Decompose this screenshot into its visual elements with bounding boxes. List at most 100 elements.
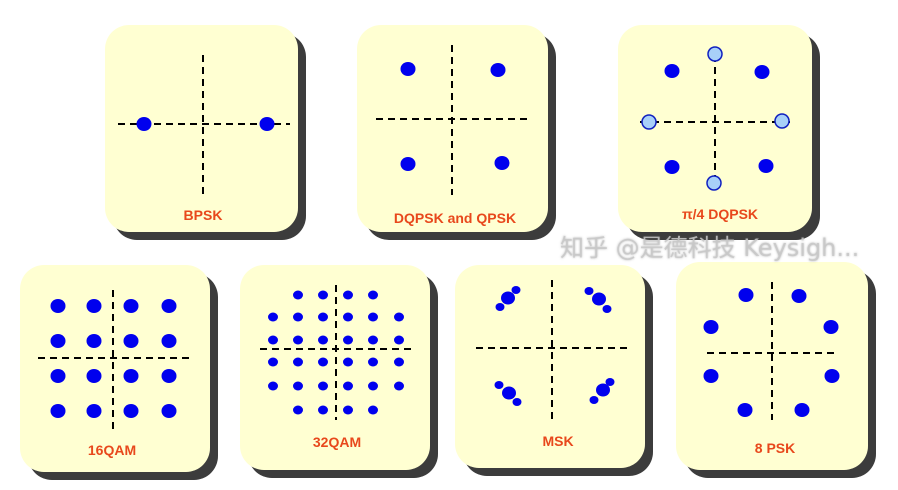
constellation-point xyxy=(268,312,278,322)
constellation-point xyxy=(86,334,102,348)
panel-label: π/4 DQPSK xyxy=(682,206,758,222)
constellation-panel-bpsk: BPSK xyxy=(105,25,306,240)
constellation-point xyxy=(592,292,606,306)
constellation-point xyxy=(50,404,66,418)
panel-background xyxy=(20,265,210,472)
panel-background xyxy=(240,265,430,470)
constellation-point xyxy=(293,357,303,367)
constellation-point xyxy=(268,357,278,367)
constellation-point xyxy=(495,303,505,311)
constellation-point xyxy=(596,383,610,397)
constellation-point xyxy=(123,404,139,418)
constellation-point xyxy=(161,334,177,348)
constellation-point xyxy=(318,405,328,415)
constellation-point xyxy=(50,299,66,313)
panel-background xyxy=(357,25,548,232)
constellation-point xyxy=(494,381,504,389)
constellation-point xyxy=(343,290,353,300)
constellation-point xyxy=(368,335,378,345)
panel-label: MSK xyxy=(542,433,573,449)
constellation-point xyxy=(293,312,303,322)
constellation-panel-8psk: 8 PSK xyxy=(676,262,876,478)
constellation-point xyxy=(293,405,303,415)
constellation-point xyxy=(318,357,328,367)
watermark: 知乎 @是德科技 Keysigh... xyxy=(560,234,860,262)
constellation-point xyxy=(501,291,515,305)
constellation-point xyxy=(86,404,102,418)
panel-label: 8 PSK xyxy=(755,440,795,456)
constellation-point xyxy=(50,369,66,383)
constellation-point xyxy=(589,396,599,404)
constellation-point xyxy=(703,369,719,383)
constellation-point xyxy=(494,156,510,170)
constellation-point xyxy=(394,312,404,322)
constellation-point xyxy=(400,62,416,76)
constellation-point xyxy=(161,299,177,313)
constellation-point xyxy=(368,312,378,322)
constellation-point-alt xyxy=(641,114,657,130)
constellation-point xyxy=(368,290,378,300)
constellation-point xyxy=(343,312,353,322)
constellation-point xyxy=(268,335,278,345)
panel-background xyxy=(455,265,645,468)
constellation-point xyxy=(293,335,303,345)
constellation-point xyxy=(738,288,754,302)
constellation-point xyxy=(161,369,177,383)
constellation-point xyxy=(259,117,275,131)
constellation-point xyxy=(394,357,404,367)
constellation-point-alt xyxy=(707,46,723,62)
constellation-point xyxy=(823,320,839,334)
constellation-point xyxy=(502,386,516,400)
constellation-point xyxy=(268,381,278,391)
constellation-point xyxy=(394,381,404,391)
constellation-point xyxy=(86,369,102,383)
constellation-point xyxy=(605,378,615,386)
constellation-point xyxy=(794,403,810,417)
constellation-point-alt xyxy=(706,175,722,191)
panel-label: BPSK xyxy=(184,207,223,223)
panel-background xyxy=(105,25,298,232)
constellation-point xyxy=(490,63,506,77)
constellation-point xyxy=(136,117,152,131)
constellation-point xyxy=(343,357,353,367)
constellation-point xyxy=(754,65,770,79)
constellation-point xyxy=(791,289,807,303)
constellation-point xyxy=(703,320,719,334)
constellation-point xyxy=(293,381,303,391)
constellation-point xyxy=(161,404,177,418)
constellation-point xyxy=(400,157,416,171)
constellation-point xyxy=(511,286,521,294)
constellation-point xyxy=(343,405,353,415)
constellation-panel-16qam: 16QAM xyxy=(20,265,218,480)
constellation-point xyxy=(293,290,303,300)
constellation-point-alt xyxy=(774,113,790,129)
constellation-point xyxy=(737,403,753,417)
constellation-point xyxy=(394,335,404,345)
constellation-point xyxy=(123,299,139,313)
constellation-point xyxy=(343,335,353,345)
constellation-point xyxy=(602,305,612,313)
constellation-point xyxy=(318,312,328,322)
constellation-point xyxy=(86,299,102,313)
constellation-point xyxy=(824,369,840,383)
constellation-point xyxy=(368,405,378,415)
panel-label: DQPSK and QPSK xyxy=(394,210,516,226)
constellation-point xyxy=(368,357,378,367)
constellation-point xyxy=(123,334,139,348)
constellation-point xyxy=(318,381,328,391)
panel-label: 32QAM xyxy=(313,434,361,450)
constellation-point xyxy=(664,160,680,174)
constellation-point xyxy=(343,381,353,391)
constellation-point xyxy=(318,290,328,300)
constellation-point xyxy=(50,334,66,348)
panel-label: 16QAM xyxy=(88,442,136,458)
constellation-panel-32qam: 32QAM xyxy=(240,265,438,478)
constellation-point xyxy=(584,287,594,295)
constellation-point xyxy=(123,369,139,383)
constellation-point xyxy=(512,398,522,406)
constellation-point xyxy=(664,64,680,78)
constellation-point xyxy=(368,381,378,391)
constellation-panel-qpsk: DQPSK and QPSK xyxy=(357,25,556,240)
constellation-panel-pi4-dqpsk: π/4 DQPSK xyxy=(618,25,820,240)
